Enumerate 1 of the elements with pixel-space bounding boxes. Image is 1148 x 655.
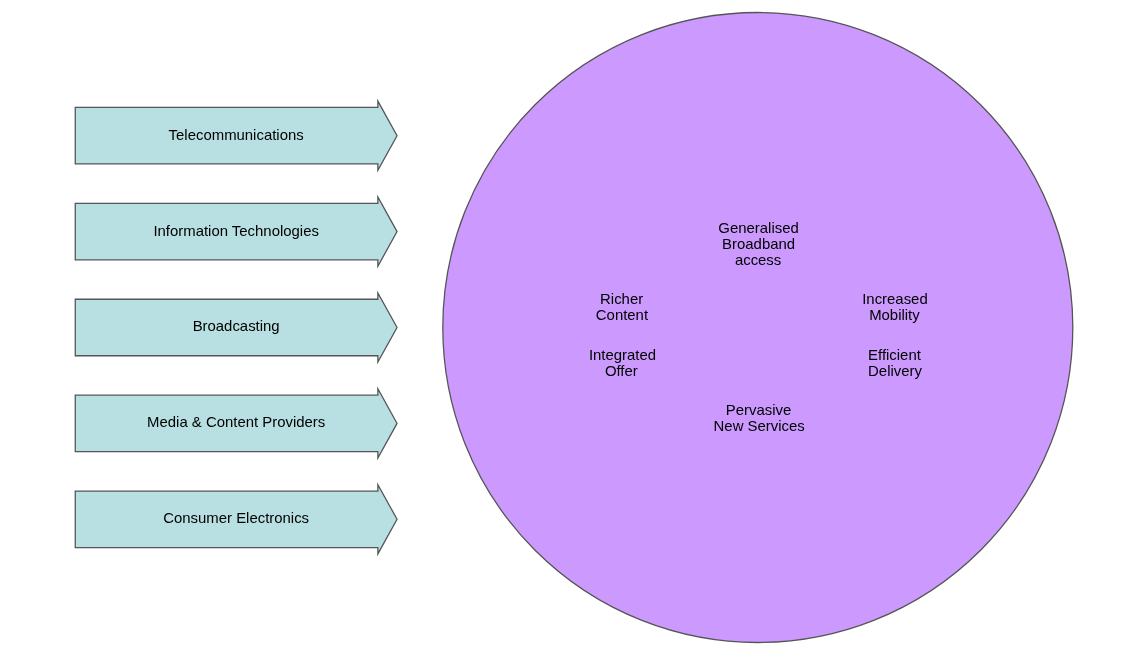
node-circle: Generalised Broadband access Richer Content Increased Mobility Integrated Offer Efficient Delivery Pervasive New Services: [442, 11, 1074, 644]
